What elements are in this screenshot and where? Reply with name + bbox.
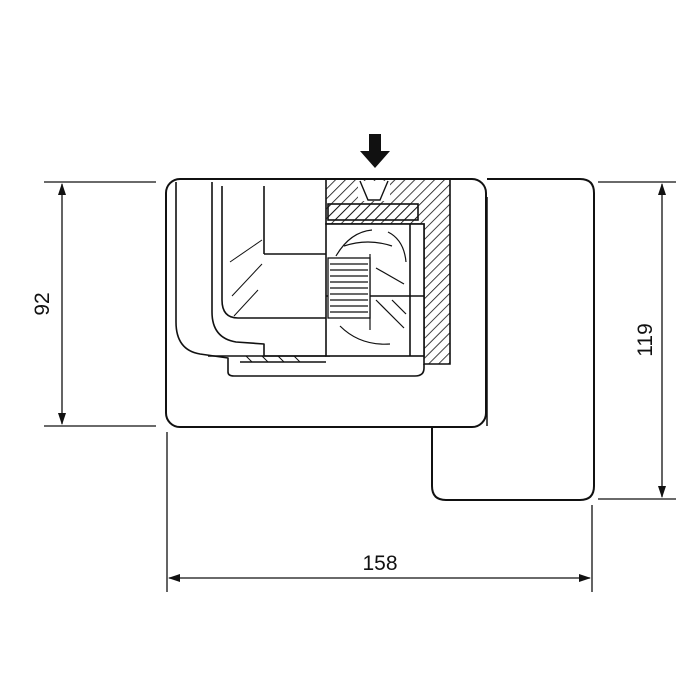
rear-body-outline (431, 178, 595, 501)
dimension-height-left: 92 (31, 292, 54, 315)
dimension-lines (58, 183, 666, 582)
hatched-section (325, 178, 451, 365)
dimension-width-bottom: 158 (362, 552, 397, 575)
spring-coil (327, 257, 371, 319)
down-arrow-icon (360, 134, 390, 168)
dimension-height-right: 119 (634, 323, 657, 356)
extension-lines (44, 181, 676, 592)
inner-housing (175, 182, 425, 377)
